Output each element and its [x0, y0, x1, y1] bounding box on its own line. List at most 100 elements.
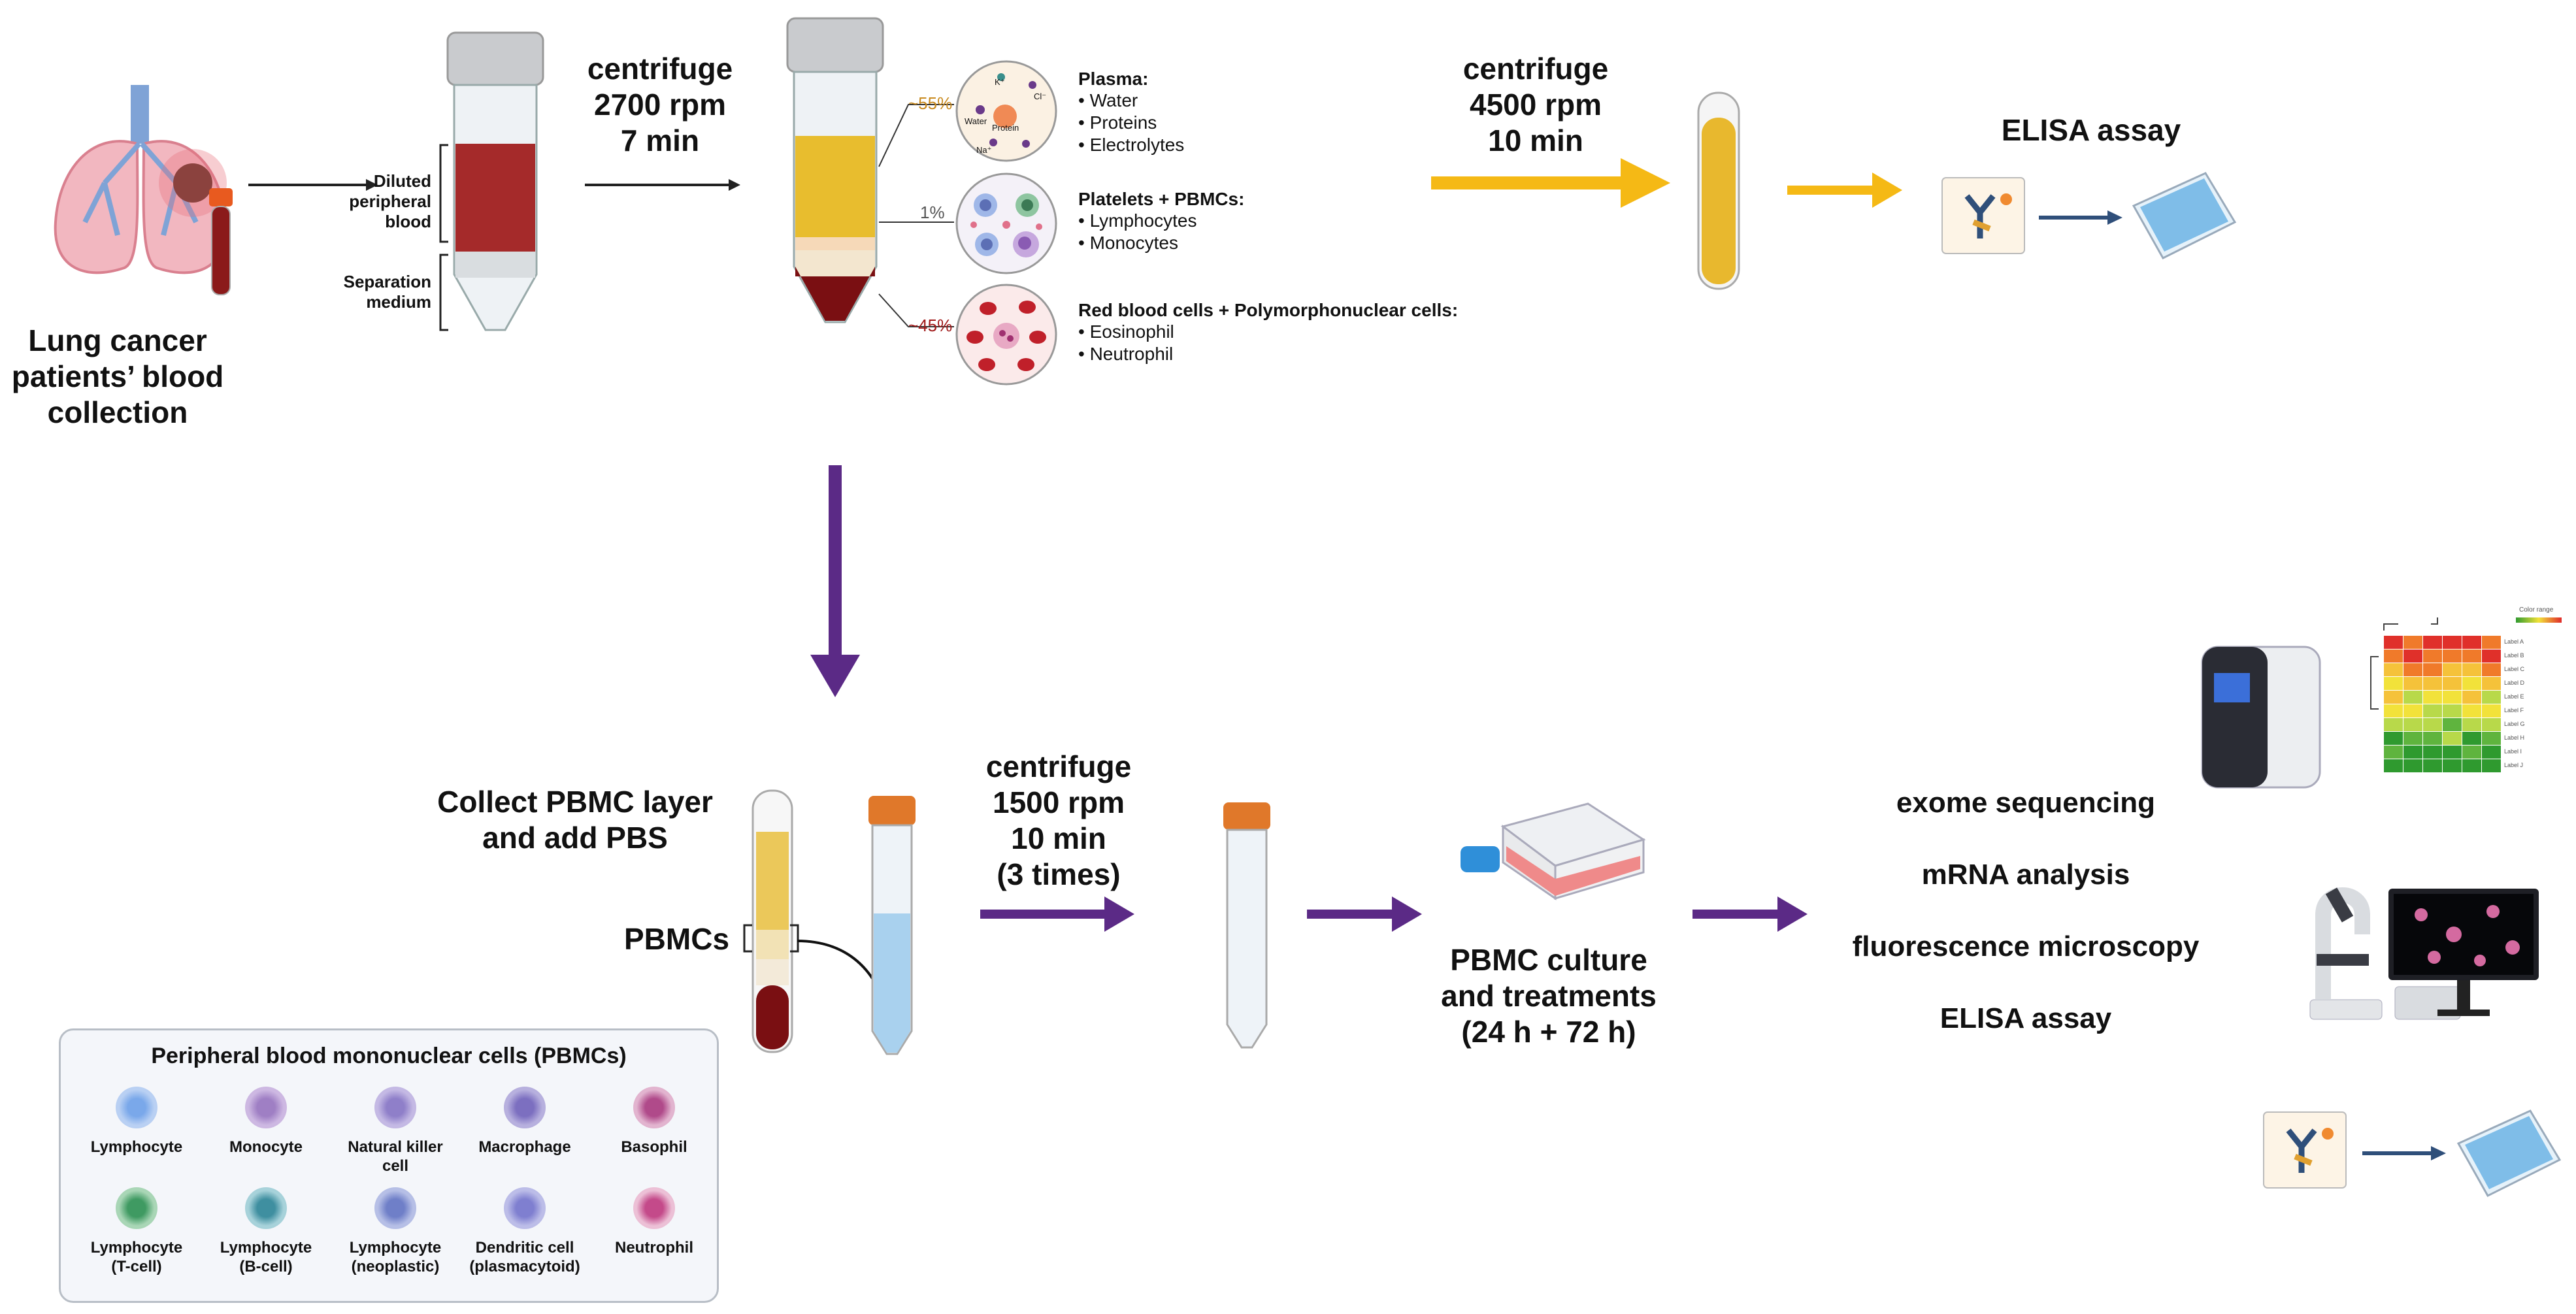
- rbc-item: • Eosinophil: [1078, 321, 1174, 342]
- cell-label: Lymphocyte: [349, 1239, 442, 1257]
- arrow-to-tube1: [248, 179, 378, 191]
- heatmap-cell: [2443, 746, 2462, 759]
- diluted-blood-label: Diluted peripheral blood: [327, 171, 431, 232]
- heatmap-cell: [2384, 649, 2403, 663]
- heatmap-cell: [2403, 704, 2422, 717]
- dendritic-cell-icon: [504, 1187, 546, 1229]
- plasma-item: • Electrolytes: [1078, 135, 1185, 155]
- arrow-gold-to-elisa: [1787, 172, 1902, 208]
- centrifuge1-line3: 7 min: [620, 123, 700, 157]
- cell-neutrophil: Neutrophil: [595, 1187, 713, 1257]
- neoplastic-cell-icon: [374, 1187, 416, 1229]
- platelets-item: • Lymphocytes: [1078, 210, 1197, 231]
- heatmap-cell: [2462, 746, 2481, 759]
- heatmap-cell: [2462, 732, 2481, 745]
- heatmap-cell: [2403, 718, 2422, 731]
- cell-lymphocyte: Lymphocyte: [78, 1087, 195, 1157]
- arrow-purple-to-methods: [1693, 896, 1808, 932]
- antibody-card-icon: [1941, 177, 2025, 254]
- falcon-tube-washed: [1223, 802, 1270, 1049]
- culture-line1: PBMC culture: [1450, 943, 1647, 977]
- heatmap-cell: [2384, 691, 2403, 704]
- platelets-item: • Monocytes: [1078, 233, 1178, 253]
- heatmap-cell: [2423, 732, 2442, 745]
- arrow-purple-to-culture: [1307, 896, 1422, 932]
- heatmap-cell: [2443, 704, 2462, 717]
- cell-sublabel: (B-cell): [239, 1258, 293, 1275]
- centrifuge3-line4: (3 times): [997, 857, 1121, 891]
- culture-line3: (24 h + 72 h): [1461, 1015, 1636, 1049]
- cell-label: Dendritic cell: [475, 1239, 574, 1257]
- heatmap-row-label: Label I: [2504, 748, 2522, 755]
- plasma-item: • Water: [1078, 90, 1138, 110]
- separation-line1: Separation: [343, 272, 431, 291]
- layer-connectors: [878, 104, 954, 327]
- heatmap-cell: [2443, 691, 2462, 704]
- cell-b-lymphocyte: Lymphocyte (B-cell): [207, 1187, 325, 1276]
- lungs-illustration: [54, 85, 227, 274]
- heatmap-cell: [2443, 663, 2462, 676]
- heatmap-row-label: Label D: [2504, 680, 2525, 686]
- heatmap-cell: [2423, 691, 2442, 704]
- arrow-blue-top: [2039, 210, 2122, 225]
- centrifuge3-line3: 10 min: [1011, 821, 1106, 855]
- heatmap-cell: [2403, 677, 2422, 690]
- heatmap-cell: [2423, 663, 2442, 676]
- collection-line2: patients’ blood: [11, 359, 224, 393]
- heatmap-cell: [2384, 718, 2403, 731]
- rbc-item: • Neutrophil: [1078, 344, 1174, 364]
- centrifuge3-line1: centrifuge: [985, 749, 1132, 783]
- cell-label: Lymphocyte: [90, 1239, 183, 1257]
- cell-monocyte: Monocyte: [207, 1087, 325, 1157]
- centrifuge2-line3: 10 min: [1488, 123, 1583, 157]
- nk-cell-icon: [374, 1087, 416, 1128]
- heatmap-cell: [2482, 649, 2501, 663]
- tube-separated: [786, 17, 884, 323]
- heatmap-cell: [2423, 759, 2442, 772]
- heatmap-cell: [2403, 746, 2422, 759]
- microscope-icon: [2309, 887, 2539, 1020]
- heatmap-cell: [2462, 677, 2481, 690]
- antibody-card-icon-bottom: [2263, 1111, 2347, 1189]
- lymphocyte-icon: [116, 1087, 157, 1128]
- elisa-plate-icon-bottom: [2456, 1109, 2562, 1197]
- plasma-icon-k: K⁺: [995, 77, 1005, 87]
- heatmap-cell: [2403, 663, 2422, 676]
- separation-medium-label: Separation medium: [327, 272, 431, 312]
- arrow-gold-centrifuge2: [1431, 158, 1670, 208]
- centrifuge1-line1: centrifuge: [587, 52, 733, 86]
- arrow-purple-down: [810, 465, 860, 697]
- falcon-tube-pbs: [868, 796, 916, 1055]
- heatmap-cell: [2384, 732, 2403, 745]
- pbmc-circle: [955, 172, 1057, 274]
- cell-neoplastic-lymphocyte: Lymphocyte (neoplastic): [337, 1187, 454, 1276]
- heatmap-cell: [2403, 759, 2422, 772]
- pbmc-types-box: Peripheral blood mononuclear cells (PBMC…: [59, 1028, 719, 1303]
- centrifuge2-label: centrifuge 4500 rpm 10 min: [1438, 51, 1634, 159]
- heatmap-cell: [2443, 636, 2462, 649]
- plasma-title: Plasma:: [1078, 69, 1149, 89]
- tube-layering: [446, 31, 544, 331]
- cell-label: Natural killer cell: [348, 1138, 443, 1175]
- diluted-line3: blood: [385, 212, 431, 231]
- heatmap-cell: [2403, 636, 2422, 649]
- arrow-blue-bottom: [2362, 1146, 2446, 1160]
- elisa-plate-icon-top: [2132, 172, 2237, 259]
- heatmap-legend-label: Color range: [2519, 606, 2554, 614]
- heatmap-cell: [2403, 649, 2422, 663]
- heatmap-row-label: Label G: [2504, 721, 2525, 727]
- heatmap-cell: [2462, 636, 2481, 649]
- diluted-line2: peripheral: [349, 191, 431, 211]
- cell-label: Lymphocyte: [220, 1239, 312, 1257]
- cell-label: Monocyte: [229, 1138, 303, 1156]
- heatmap-cell: [2482, 691, 2501, 704]
- heatmap-cell: [2384, 704, 2403, 717]
- method-microscopy: fluorescence microscopy: [1852, 930, 2200, 962]
- rbc-circle: [955, 284, 1057, 386]
- tube-pbmc-layer: [751, 789, 793, 1053]
- cell-macrophage: Macrophage: [466, 1087, 584, 1157]
- tube1-brackets: [439, 144, 448, 331]
- cell-sublabel: (neoplastic): [351, 1258, 440, 1275]
- collection-line3: collection: [47, 395, 188, 429]
- pbmc-bracket: [743, 924, 799, 953]
